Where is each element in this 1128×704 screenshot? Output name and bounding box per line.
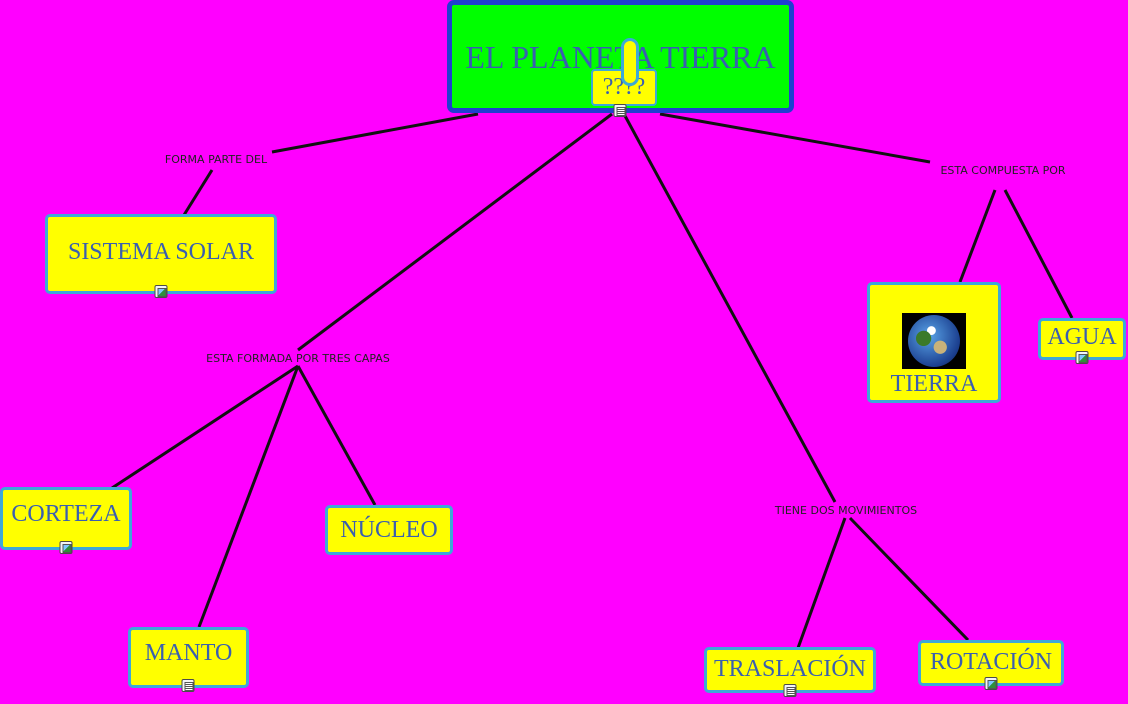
connector-root-to-forma [271, 112, 479, 154]
node-sistema-solar[interactable]: SISTEMA SOLAR [45, 214, 277, 294]
link-label-esta-compuesta-por: ESTA COMPUESTA POR [940, 164, 1066, 177]
earth-globe-image [902, 313, 966, 369]
node-nucleo-label: NÚCLEO [340, 516, 438, 543]
pointer-hand-icon [621, 38, 639, 86]
connector-compuesta-to-agua [1003, 189, 1074, 319]
node-nucleo[interactable]: NÚCLEO [325, 505, 453, 555]
connector-root-to-compuesta [659, 112, 931, 164]
node-traslacion-label: TRASLACIÓN [713, 655, 866, 682]
connector-formada-to-manto [197, 365, 300, 628]
connector-formada-to-corteza [111, 364, 299, 490]
link-label-tiene-dos-movimientos: TIENE DOS MOVIMIENTOS [774, 504, 918, 517]
node-sistema-solar-label: SISTEMA SOLAR [67, 238, 255, 265]
image-icon[interactable] [1075, 351, 1089, 364]
document-icon[interactable] [783, 684, 797, 697]
node-agua-label: AGUA [1047, 323, 1117, 350]
link-label-esta-formada-por-tres-capas: ESTA FORMADA POR TRES CAPAS [206, 352, 390, 365]
node-corteza-label: CORTEZA [11, 501, 121, 527]
node-manto-label: MANTO [144, 640, 233, 666]
image-icon[interactable] [984, 677, 998, 690]
connector-root-to-movimientos [622, 113, 837, 503]
connector-movimientos-to-traslacion [796, 517, 847, 649]
connector-formada-to-nucleo [296, 365, 377, 506]
image-icon[interactable] [59, 541, 73, 554]
connector-compuesta-to-tierra [958, 189, 997, 283]
node-rotacion-label: ROTACIÓN [929, 648, 1053, 675]
link-label-forma-parte-del: FORMA PARTE DEL [164, 153, 268, 166]
image-icon[interactable] [154, 285, 168, 298]
node-tierra[interactable]: TIERRA [867, 282, 1001, 403]
document-icon[interactable] [613, 104, 627, 117]
node-tierra-label: TIERRA [890, 371, 978, 397]
document-icon[interactable] [181, 679, 195, 692]
connector-root-to-formada [297, 112, 613, 352]
connector-forma-to-sistema [182, 169, 214, 216]
connector-movimientos-to-rotacion [848, 516, 970, 642]
